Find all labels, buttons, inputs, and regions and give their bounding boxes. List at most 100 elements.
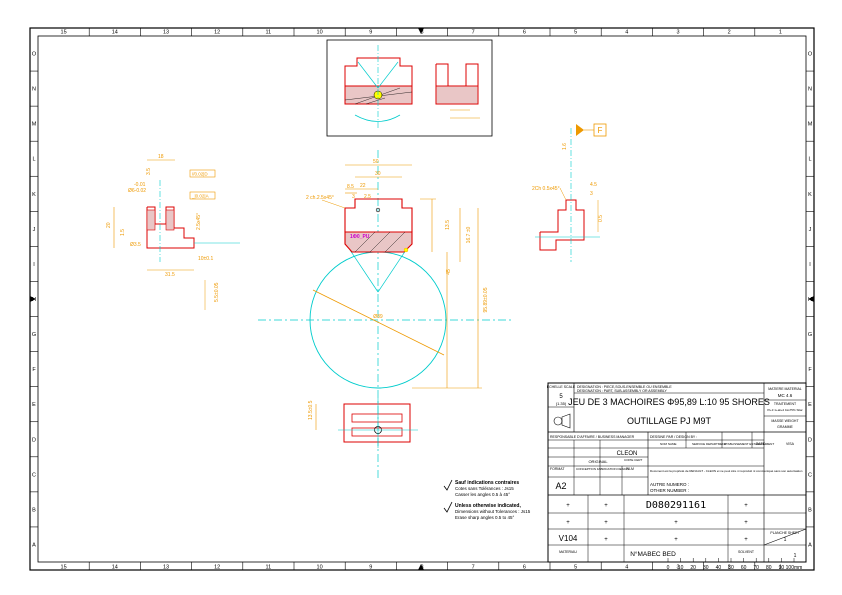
etablissement-label: ETABLISSEMENT ESTABLISHMENT xyxy=(724,442,774,446)
responsable-label: RESPONSABLE D'AFFAIRE / BUSINESS MANAGER xyxy=(550,435,635,439)
cell-plus: + xyxy=(604,537,608,543)
row-label: H xyxy=(32,297,36,303)
top-inset-view xyxy=(326,39,493,137)
column-label: 10 xyxy=(317,30,323,36)
masse-value: GRAMME xyxy=(777,425,793,429)
dim-text: 2 ch.2.5x45° xyxy=(306,195,334,201)
film-label: FILM xyxy=(626,467,634,471)
row-label: B xyxy=(32,507,36,513)
cell-plus: + xyxy=(744,503,748,509)
chamfer-leader xyxy=(321,199,346,209)
dim-text: 3.5 xyxy=(146,168,152,175)
center-arrow-icon xyxy=(418,564,424,570)
column-label: 15 xyxy=(61,565,67,571)
column-label: 11 xyxy=(266,565,272,571)
dim-text: 3 xyxy=(352,194,355,200)
column-label: 5 xyxy=(574,565,577,571)
row-label: G xyxy=(32,332,36,338)
row-label: E xyxy=(32,402,36,408)
copie-label: COPIE CERT xyxy=(624,458,642,462)
dim-text: 2.5x45° xyxy=(196,213,202,230)
row-label: N xyxy=(808,87,812,93)
dim-text: 16.7 ±0 xyxy=(466,226,472,243)
datum-box xyxy=(593,123,607,137)
legal-notice: Document est la propriété de RENAULT - C… xyxy=(650,469,803,473)
scale-label: 30 xyxy=(703,565,709,571)
note-line: Cotes sans Tolérances : Js15 xyxy=(455,486,514,491)
row-label: J xyxy=(33,227,36,233)
dim-text: 5.5±0.05 xyxy=(214,282,220,302)
jaw-hole xyxy=(375,207,381,213)
scale-label: 10 xyxy=(678,565,684,571)
datum-letter: F xyxy=(598,126,603,135)
check-icon xyxy=(443,501,453,513)
column-label: 6 xyxy=(523,30,526,36)
column-label: 5 xyxy=(574,30,577,36)
outer-frame xyxy=(29,27,815,571)
nom-label: NOM NAME xyxy=(660,442,677,446)
inset-hatch xyxy=(365,97,386,105)
left-view: 18 3.5 Ø6-0.02 -0.01 //0.02|D _|0.02|A 2… xyxy=(106,154,240,310)
dim-text: 22 xyxy=(360,183,366,189)
bottom-slot xyxy=(351,413,403,423)
scale-label: 90 xyxy=(779,565,785,571)
scale-label: 70 xyxy=(753,565,759,571)
row-label: K xyxy=(808,192,812,198)
dim-text: 0.5 xyxy=(598,215,604,222)
center-arrow-icon xyxy=(418,28,424,34)
materiau-label: MATERIAU xyxy=(559,550,577,554)
dim-text: -0.01 xyxy=(134,182,146,188)
dim-text: Ø6-0.02 xyxy=(128,188,146,194)
original-label: ORIGINAL xyxy=(588,459,608,464)
jaw-hatch xyxy=(354,231,376,253)
row-label: I xyxy=(809,262,811,268)
diameter-leader xyxy=(312,289,445,356)
inset-arc xyxy=(354,114,401,122)
column-label: 14 xyxy=(112,30,118,36)
visa-label: VISA xyxy=(786,442,795,446)
row-label: L xyxy=(32,157,35,163)
cell-plus: + xyxy=(566,503,570,509)
diameter-label: Ø89 xyxy=(373,314,383,320)
gdt-frame xyxy=(189,191,216,200)
cell-plus: + xyxy=(744,520,748,526)
jaw-section-label: 1Φ0_PU xyxy=(350,234,370,240)
border-zone-marks: 1515141413131212111110109988776655443322… xyxy=(30,28,814,571)
note-line: Unless otherwise indicated, xyxy=(455,503,521,509)
designation-en: DESIGNATION : PART, SUB-ASSEMBLY OR ASSE… xyxy=(577,389,668,393)
column-label: 11 xyxy=(266,30,272,36)
jaw-outline xyxy=(344,198,413,232)
row-label: F xyxy=(32,367,36,373)
scale-value: 5 xyxy=(559,394,563,400)
center-arrow-icon xyxy=(808,296,814,302)
column-label: 7 xyxy=(472,565,475,571)
datum-triangle xyxy=(576,124,584,136)
dim-text: 50 xyxy=(373,159,379,165)
note-line: Dimensions without Tolerances : Js15 xyxy=(455,509,531,514)
dim-text: 18 xyxy=(158,154,164,160)
jaw-marker xyxy=(403,247,409,253)
right-profile xyxy=(539,199,585,251)
inner-frame xyxy=(37,35,807,563)
dim-text: 1.6 xyxy=(562,143,568,150)
check-icon xyxy=(443,479,453,491)
row-label: O xyxy=(32,52,37,58)
cell-plus: + xyxy=(744,537,748,543)
column-label: 14 xyxy=(112,565,118,571)
row-label: A xyxy=(808,542,812,548)
dim-text: 4.5 xyxy=(590,182,597,188)
column-label: 15 xyxy=(61,30,67,36)
chamfer-leader xyxy=(559,187,567,201)
column-label: 7 xyxy=(472,30,475,36)
scale-sub: (1.35) xyxy=(556,401,567,406)
right-view: F 1.6 2Ch 0.5x45° 4.5 3 0.5 xyxy=(532,123,607,262)
drawing-subtitle: OUTILLAGE PJ M9T xyxy=(627,416,712,426)
row-label: N xyxy=(32,87,36,93)
dim-text: 95.89±0.05 xyxy=(483,287,489,312)
drawing-title: JEU DE 3 MACHOIRES Φ95,89 L:10 95 SHORES xyxy=(568,397,770,407)
vee-line xyxy=(377,249,407,293)
inset-side-hatch xyxy=(435,85,479,105)
column-label: 2 xyxy=(728,30,731,36)
column-label: 10 xyxy=(317,565,323,571)
